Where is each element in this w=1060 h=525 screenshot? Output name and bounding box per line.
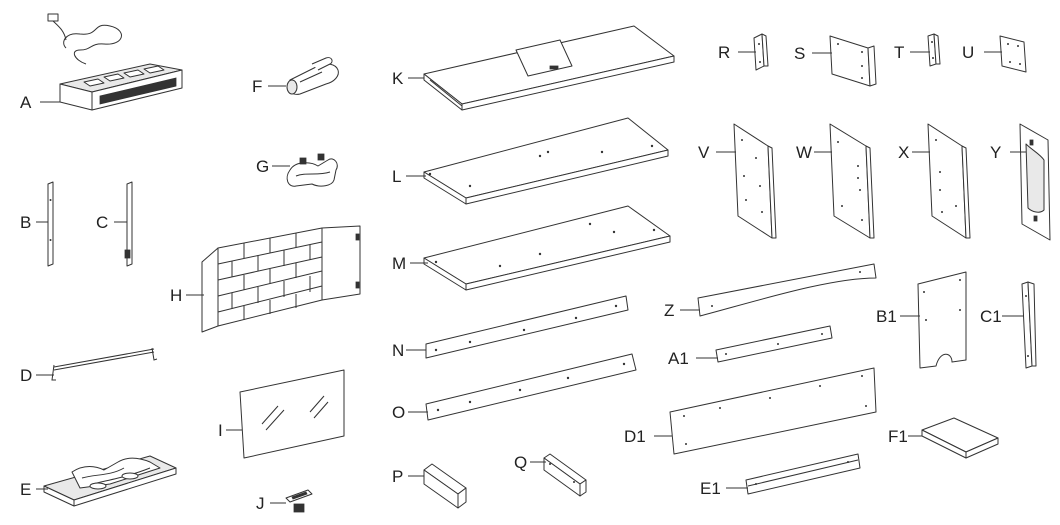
part-f1-shelf: F1: [888, 417, 999, 459]
part-s-panel: S: [794, 35, 877, 87]
part-c1-post: C1: [980, 281, 1037, 369]
label-a1: A1: [668, 349, 689, 368]
part-y-frame: Y: [990, 123, 1051, 241]
label-u: U: [962, 43, 974, 62]
label-k: K: [392, 69, 404, 88]
part-b1-back-panel: B1: [876, 271, 967, 369]
label-p: P: [392, 467, 403, 486]
part-o-rail: O: [392, 353, 637, 422]
part-c-bracket: C: [96, 181, 133, 267]
label-f1: F1: [888, 427, 908, 446]
part-p-block: P: [392, 463, 467, 509]
part-b-bracket: B: [20, 181, 54, 267]
part-l-shelf: L: [392, 117, 669, 205]
label-q: Q: [514, 453, 527, 472]
label-a: A: [20, 93, 32, 112]
part-n-rail: N: [392, 295, 629, 360]
part-i-glass-panel: I: [218, 369, 345, 459]
part-f-log: F: [252, 57, 339, 96]
part-q-block: Q: [514, 453, 587, 497]
label-s: S: [794, 44, 805, 63]
label-j: J: [256, 494, 265, 513]
part-d1-back-board: D1: [624, 367, 877, 455]
part-e1-rail: E1: [700, 453, 861, 498]
part-e-log-tray: E: [20, 455, 177, 507]
label-t: T: [894, 43, 904, 62]
part-t-block: T: [894, 33, 941, 67]
label-e: E: [20, 480, 31, 499]
label-x: X: [898, 143, 909, 162]
label-i: I: [218, 421, 223, 440]
label-l: L: [392, 167, 401, 186]
part-j-remote-control: J: [256, 489, 313, 513]
part-a-fireplace-insert: A: [20, 13, 183, 112]
part-u-panel: U: [962, 35, 1027, 73]
label-v: V: [698, 143, 710, 162]
part-m-bottom-panel: M: [392, 205, 671, 291]
label-e1: E1: [700, 479, 721, 498]
part-a1-rail: A1: [668, 325, 833, 368]
label-b: B: [20, 213, 31, 232]
part-r-block: R: [718, 33, 769, 71]
part-g-log: G: [256, 153, 338, 187]
part-k-top-panel: K: [392, 25, 675, 111]
label-o: O: [392, 403, 405, 422]
part-x-side-panel: X: [898, 123, 971, 239]
part-d-support-rod: D: [20, 347, 158, 385]
label-y: Y: [990, 143, 1001, 162]
label-b1: B1: [876, 307, 897, 326]
part-h-brick-panel: H: [170, 225, 361, 333]
label-z: Z: [664, 301, 674, 320]
label-n: N: [392, 341, 404, 360]
part-w-side-panel: W: [796, 123, 875, 239]
label-f: F: [252, 77, 262, 96]
label-g: G: [256, 157, 269, 176]
label-w: W: [796, 143, 812, 162]
label-r: R: [718, 43, 730, 62]
label-c1: C1: [980, 307, 1002, 326]
part-v-side-panel: V: [698, 123, 777, 239]
label-d1: D1: [624, 427, 646, 446]
part-z-apron: Z: [664, 263, 877, 320]
label-d: D: [20, 366, 32, 385]
label-c: C: [96, 213, 108, 232]
label-m: M: [392, 254, 406, 273]
label-h: H: [170, 286, 182, 305]
